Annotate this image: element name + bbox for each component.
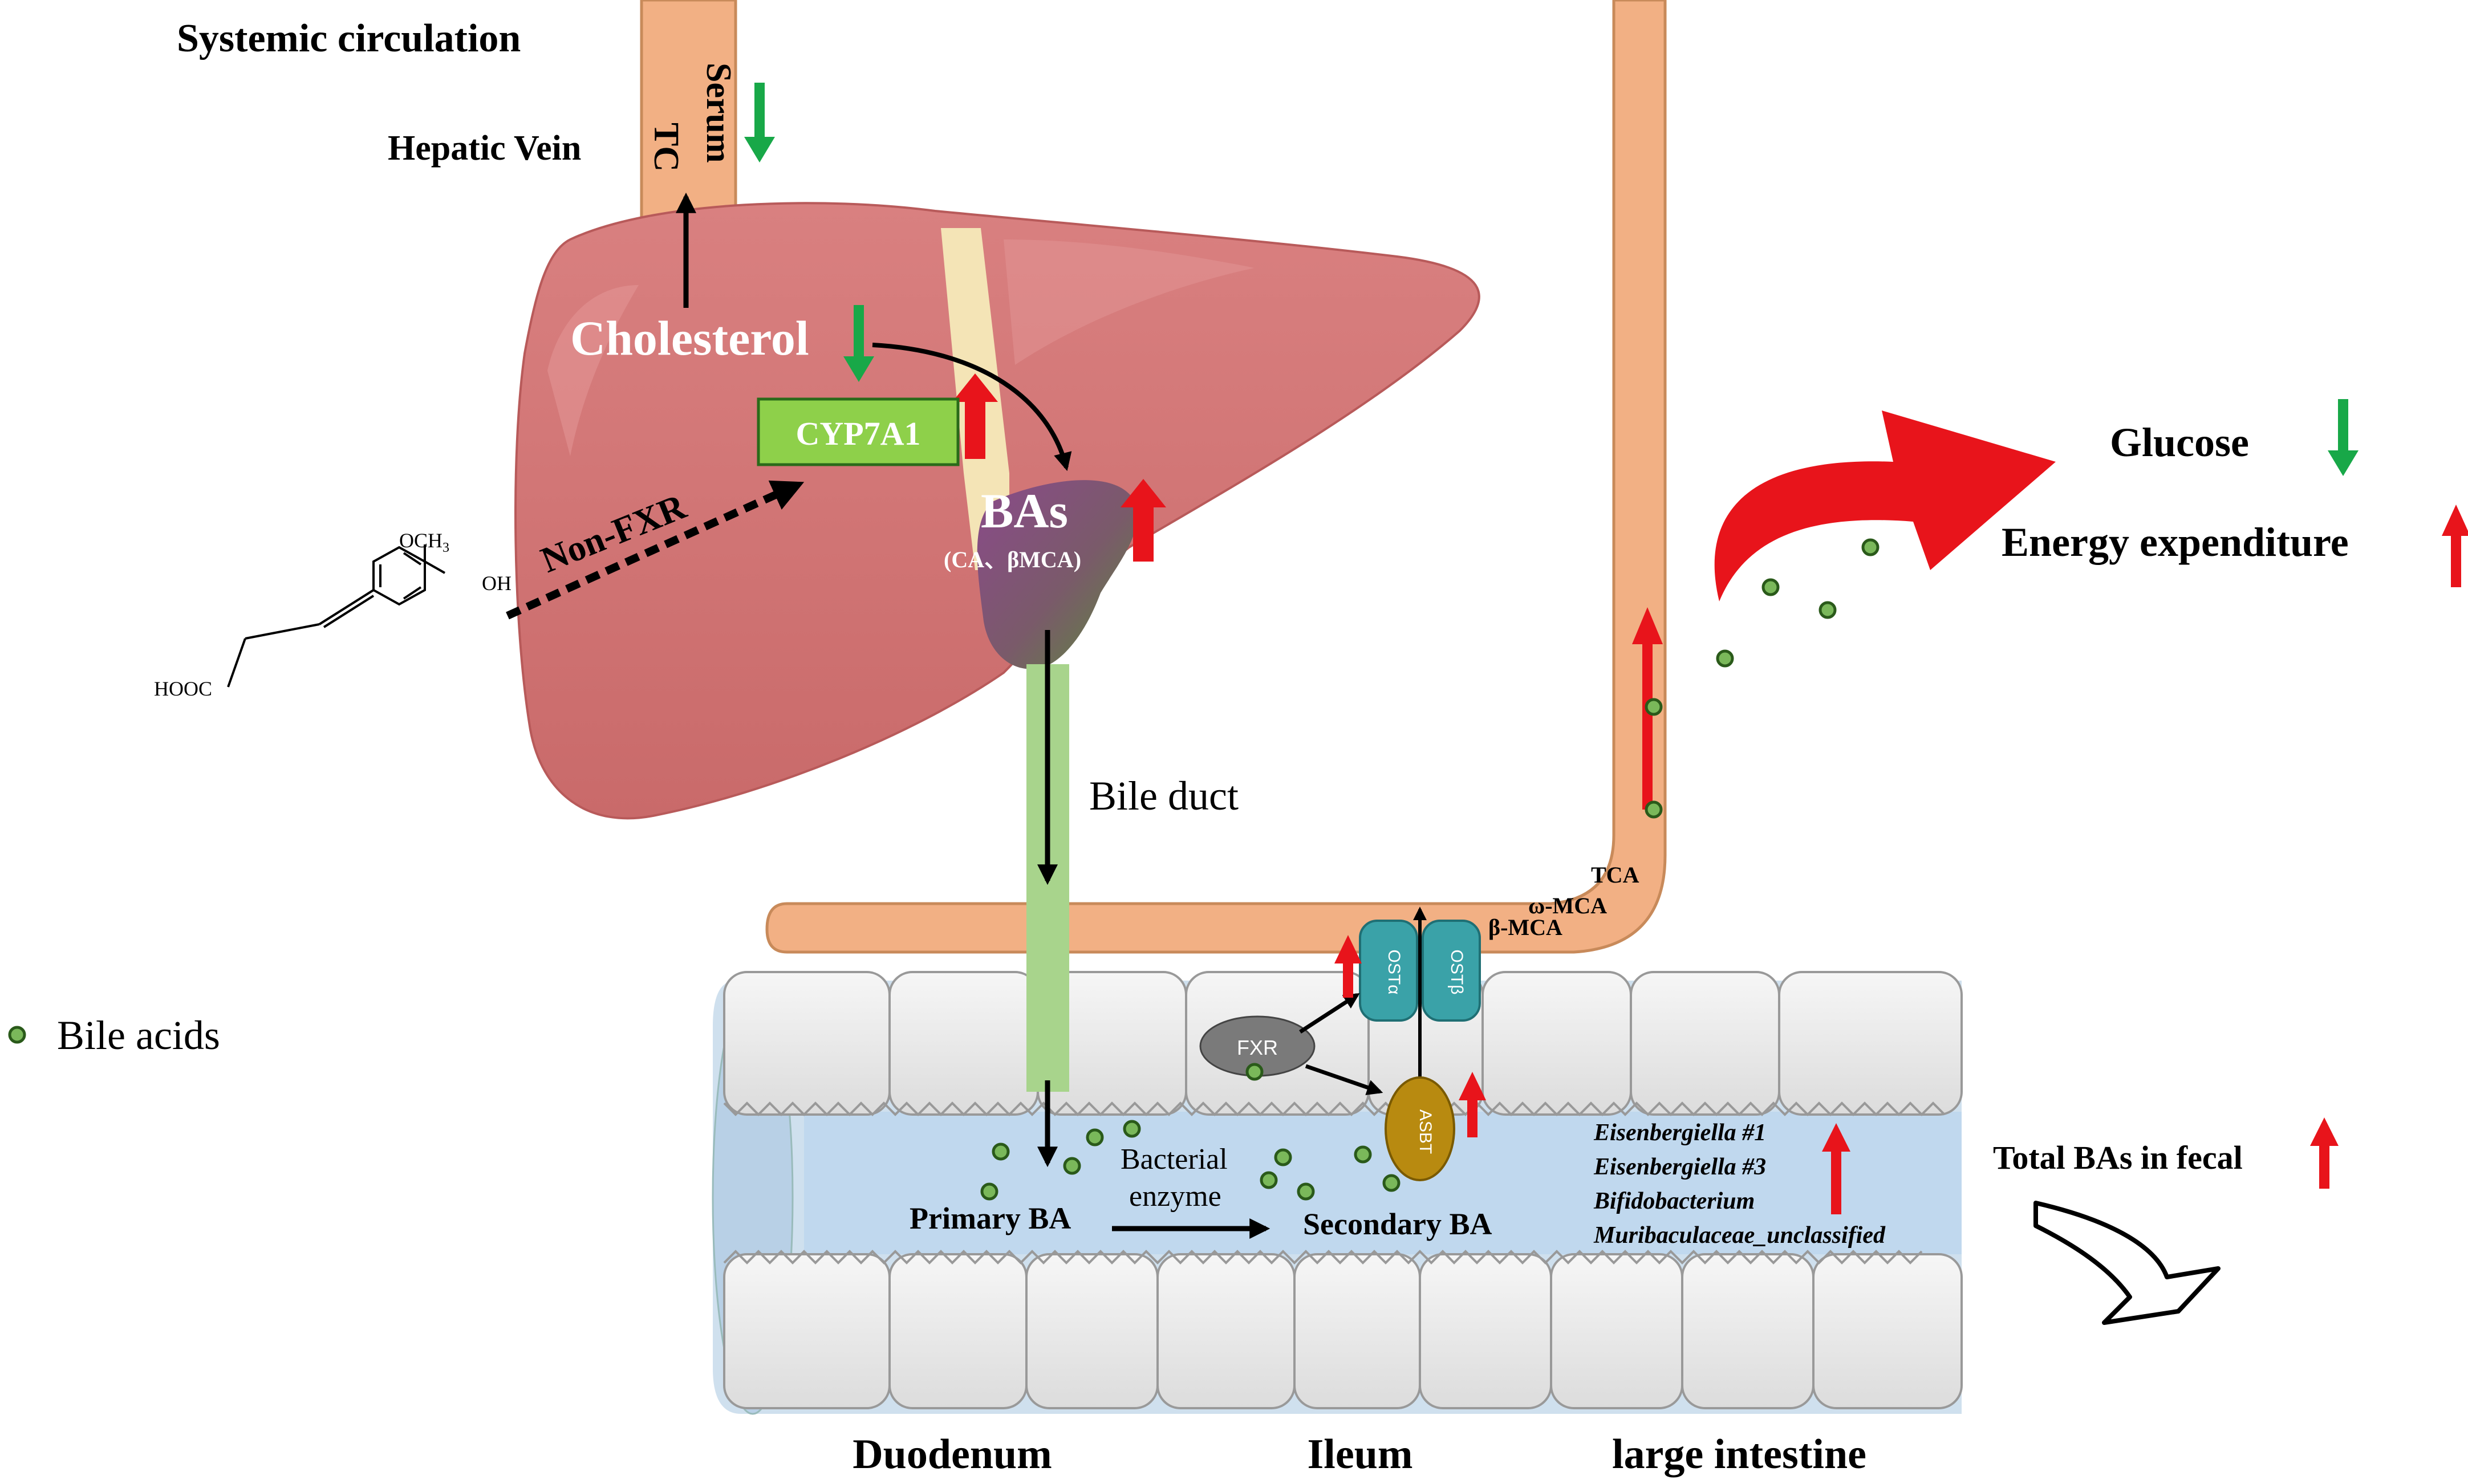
fxr-receptor: FXR	[1199, 1015, 1316, 1077]
bile-acid-dot-icon	[1761, 578, 1780, 596]
cholesterol-label: Cholesterol	[570, 311, 809, 365]
bile-acid-dot-icon	[980, 1182, 998, 1201]
ost-alpha-label: OSTα	[1385, 949, 1403, 994]
gallbladder	[977, 480, 1138, 669]
up-arrow-icon	[1459, 1072, 1486, 1137]
bile-acid-dot-icon	[1716, 649, 1734, 668]
fxr-to-ost-arrow	[1299, 993, 1360, 1034]
bile-acid-dot-icon	[8, 1026, 26, 1044]
bacteria-item-3: Bifidobacterium	[1593, 1188, 1755, 1214]
fecal-arrow-icon	[2033, 1201, 2221, 1325]
hepatic-vein-label: Hepatic Vein	[388, 129, 581, 168]
down-arrow-icon	[2328, 399, 2359, 476]
ost-alpha-transporter: OSTα	[1359, 920, 1418, 1022]
omega-mca-label: ω-MCA	[1528, 893, 1607, 918]
ileum-label: Ileum	[1308, 1431, 1413, 1478]
curved-arrow-icon	[1714, 410, 2056, 601]
up-arrow-icon	[2442, 505, 2468, 587]
up-arrow-icon	[1121, 479, 1166, 562]
tca-label: TCA	[1591, 862, 1639, 888]
bile-acid-dot-icon	[1818, 601, 1837, 619]
bacteria-item-2: Eisenbergiella #3	[1593, 1154, 1766, 1180]
molecule-oh: OH	[482, 572, 512, 595]
ost-beta-transporter: OSTβ	[1422, 920, 1481, 1022]
duodenum-label: Duodenum	[853, 1431, 1052, 1478]
primary-ba-label: Primary BA	[910, 1201, 1071, 1235]
ost-beta-label: OSTβ	[1447, 950, 1466, 995]
non-fxr-arrow	[506, 480, 805, 620]
up-arrow-icon	[2310, 1117, 2339, 1189]
bile-acid-dot-icon	[1245, 1063, 1264, 1081]
large-intestine-label: large intestine	[1612, 1431, 1866, 1478]
bacteria-item-1: Eisenbergiella #1	[1593, 1120, 1766, 1146]
glucose-label: Glucose	[2110, 420, 2249, 465]
molecule-och3: OCH3	[399, 529, 449, 555]
down-arrow-icon	[744, 83, 775, 162]
bile-acid-dot-icon	[1260, 1171, 1278, 1189]
serum-label: Serum	[699, 63, 738, 163]
intestine	[712, 935, 1963, 1415]
bile-duct-lower	[1026, 935, 1069, 1092]
bile-acid-dot-icon	[1354, 1145, 1372, 1164]
legend-bile-acids-label: Bile acids	[57, 1013, 220, 1058]
bile-acid-dot-icon	[992, 1143, 1010, 1161]
ferulic-acid-structure	[227, 544, 445, 688]
fxr-label: FXR	[1237, 1036, 1278, 1059]
asbt-transporter: ASBT	[1385, 1076, 1455, 1181]
bile-acid-dot-icon	[1063, 1157, 1081, 1175]
bile-acid-dot-icon	[1645, 698, 1663, 716]
asbt-label: ASBT	[1416, 1109, 1435, 1154]
bacterial-label: Bacterial	[1121, 1143, 1228, 1176]
bile-acid-dot-icon	[1645, 800, 1663, 819]
up-arrow-icon	[1822, 1123, 1850, 1214]
bile-acid-dot-icon	[1382, 1174, 1401, 1192]
secondary-ba-label: Secondary BA	[1303, 1207, 1492, 1241]
bile-acid-dot-icon	[1274, 1148, 1292, 1166]
beta-mca-label: β-MCA	[1488, 914, 1562, 940]
total-bas-fecal-label: Total BAs in fecal	[1993, 1139, 2243, 1176]
portal-vessel	[765, 0, 1667, 954]
energy-expenditure-label: Energy expenditure	[2002, 519, 2349, 565]
bas-sub-label: (CA、βMCA)	[944, 547, 1081, 572]
fxr-to-asbt-arrow	[1305, 1064, 1383, 1095]
intestinal-epithelium-bottom	[723, 1250, 1963, 1409]
systemic-circulation-label: Systemic circulation	[177, 17, 521, 60]
up-arrow-icon	[1334, 935, 1362, 998]
cholesterol-to-bas-arrow	[872, 343, 1072, 471]
bile-acid-dot-icon	[1861, 538, 1880, 556]
cyp7a1-label: CYP7A1	[795, 415, 920, 452]
cyp7a1-box	[757, 397, 960, 466]
bas-label: BAs	[981, 483, 1068, 538]
bile-acid-dot-icon	[1123, 1120, 1141, 1138]
up-arrow-icon	[952, 373, 998, 459]
bacteria-item-4: Muribaculaceae_unclassified	[1593, 1222, 1886, 1249]
molecule-hooc: HOOC	[154, 677, 212, 700]
down-arrow-icon	[843, 305, 874, 382]
bile-acid-dot-icon	[1086, 1128, 1104, 1146]
bile-duct-label: Bile duct	[1089, 773, 1239, 819]
bile-acid-dot-icon	[1297, 1182, 1315, 1201]
intestinal-epithelium-top	[723, 971, 1963, 1116]
enzyme-label: enzyme	[1129, 1180, 1221, 1213]
tc-label: TC	[647, 123, 685, 172]
